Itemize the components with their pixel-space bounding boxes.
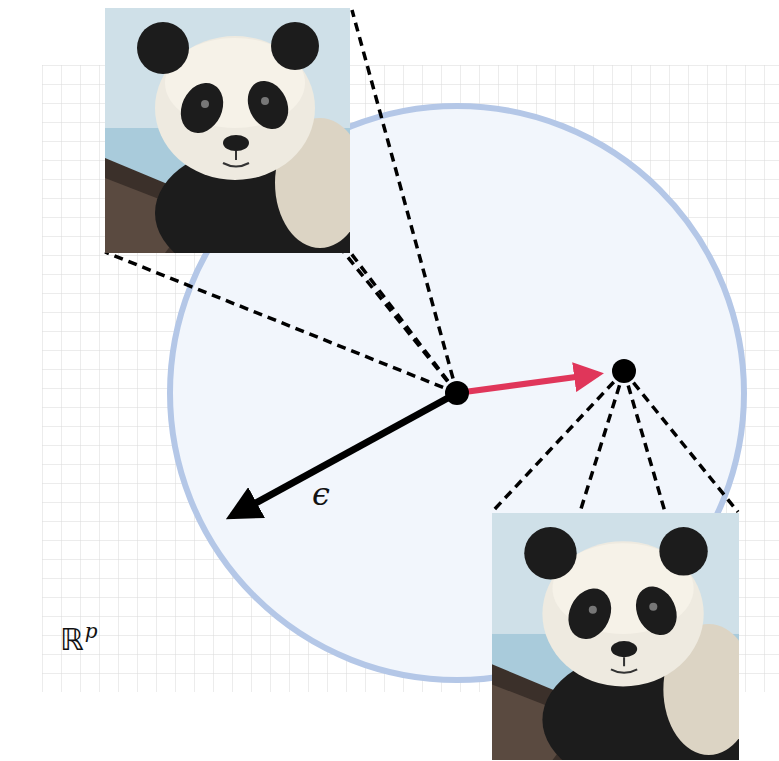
perturbed-image — [492, 513, 764, 761]
radius-arrow — [232, 393, 457, 516]
original-image — [105, 8, 375, 283]
radius-label: ϵ — [312, 475, 330, 513]
space-dimension: p — [85, 619, 98, 643]
perturbation-arrow — [457, 374, 598, 393]
space-symbol: ℝ — [60, 622, 84, 657]
input-point — [445, 381, 469, 405]
radius-label-group: ϵ — [312, 478, 330, 510]
space-symbol-group: ℝp — [60, 625, 98, 655]
adversarial-point — [612, 359, 636, 383]
